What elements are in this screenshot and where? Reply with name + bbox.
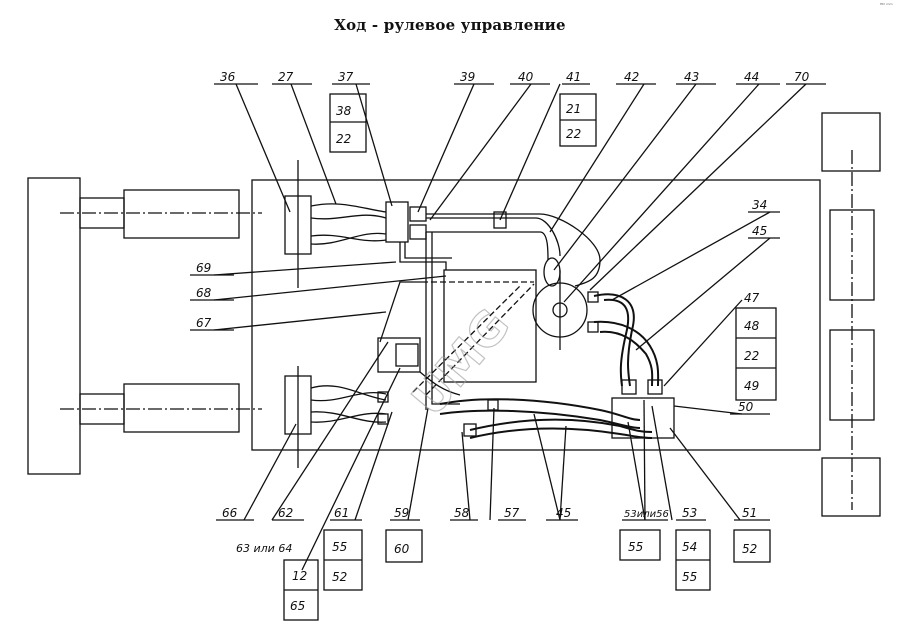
callout-36: 36 [220,70,236,84]
drawing-title: Ход - рулевое управление [334,16,566,34]
callout-58: 58 [454,506,470,520]
callout-48: 48 [744,319,760,333]
callout-53: 53 [682,506,697,520]
callout-70: 70 [794,70,810,84]
callout-49: 49 [744,379,759,393]
lower-left-wheel-hub [123,383,240,433]
callout-39: 39 [460,70,475,84]
callout-43: 43 [684,70,699,84]
callout-52-b: 52 [742,542,757,556]
left-axle-beam [27,177,81,475]
callout-60: 60 [394,542,410,556]
callout-47: 47 [744,291,760,305]
callout-61: 61 [334,506,349,520]
valve-block-37 [385,201,409,243]
callout-22-b: 22 [566,127,581,141]
callout-51: 51 [742,506,757,520]
callout-37: 37 [338,70,354,84]
callout-69: 69 [196,261,211,275]
callout-59: 59 [394,506,409,520]
callout-52-a: 52 [332,570,347,584]
right-lower-wheel [821,457,881,517]
callout-34: 34 [752,198,767,212]
callout-21: 21 [566,102,581,116]
callout-63-or-64: 63 или 64 [236,542,292,555]
callout-42: 42 [624,70,639,84]
machine-frame [251,179,821,451]
hydraulic-tank [443,269,537,383]
callout-62: 62 [278,506,293,520]
callout-66: 66 [222,506,238,520]
callout-55-b: 55 [628,540,643,554]
callout-38: 38 [336,104,352,118]
callout-50: 50 [738,400,754,414]
callout-22-c: 22 [744,349,759,363]
callout-22-a: 22 [336,132,351,146]
callout-57: 57 [504,506,520,520]
right-upper-wheel [821,112,881,172]
callout-67: 67 [196,316,212,330]
valve-block-62 [377,337,421,373]
callout-65: 65 [290,599,305,613]
callout-68: 68 [196,286,212,300]
callout-54: 54 [682,540,697,554]
callout-12: 12 [292,569,307,583]
callout-45-a: 45 [752,224,767,238]
callout-40: 40 [518,70,534,84]
callout-55-a: 55 [332,540,347,554]
callout-41: 41 [566,70,581,84]
callout-55-c: 55 [682,570,697,584]
callout-44: 44 [744,70,759,84]
watermark: UMG [401,298,520,425]
callout-27: 27 [278,70,294,84]
corner-mark: ᴴᴰ ᵐᵐ [880,3,893,9]
callout-45-b: 45 [556,506,571,520]
upper-left-wheel-hub [123,189,240,239]
callout-53-or-56: 53или56 [624,509,669,520]
